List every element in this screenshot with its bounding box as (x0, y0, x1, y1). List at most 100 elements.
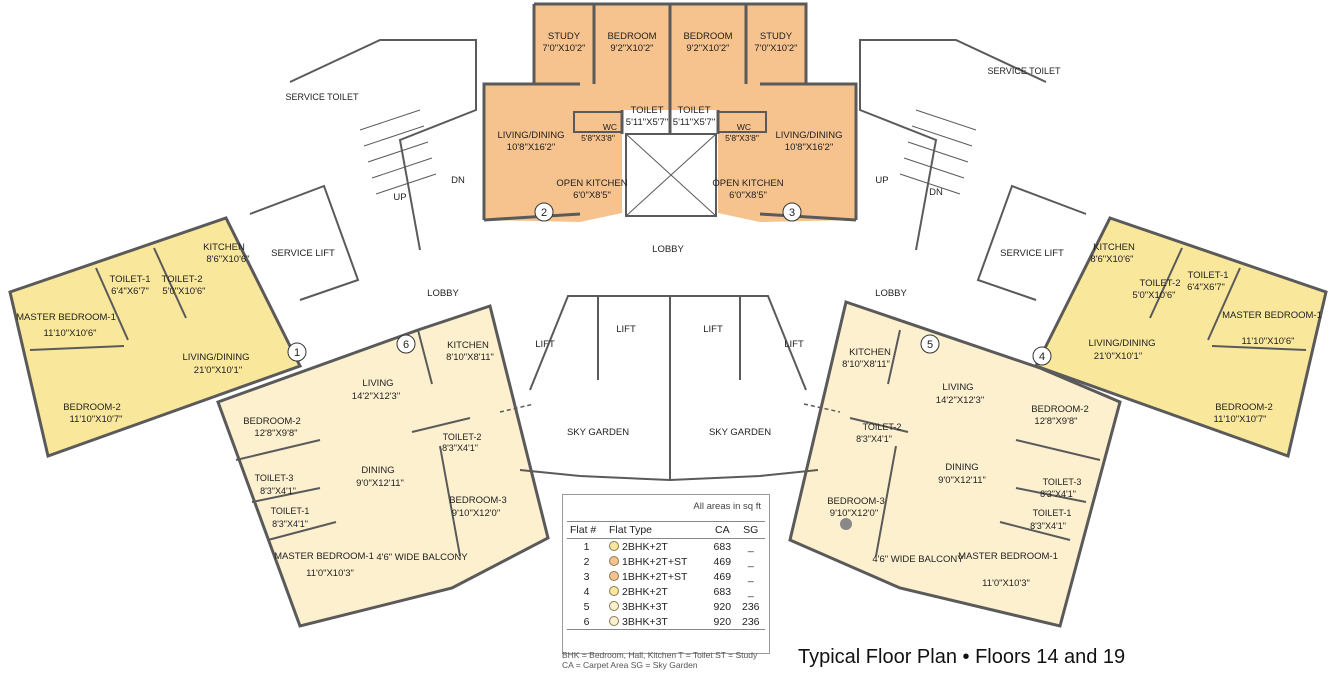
stair-right-outline (859, 39, 1047, 251)
f5-wall-bed3 (875, 445, 897, 557)
dim-f4-master: 11'10"X10'6" (1242, 336, 1295, 347)
legend-ca: 920 (713, 600, 732, 613)
dim-f6-living: 14'2"X12'3" (352, 391, 400, 402)
label-up-r: UP (875, 175, 888, 186)
label-lift-2: LIFT (616, 324, 636, 335)
f4-wall-c (1211, 345, 1307, 351)
dim-f1-master: 11'10"X10'6" (44, 328, 97, 339)
label-f5-toilet3: TOILET-3 (1043, 477, 1082, 487)
legend-flat-no: 4 (583, 585, 590, 598)
legend-flat-type: 3BHK+3T (622, 615, 668, 628)
label-kitchen-3: OPEN KITCHEN (712, 178, 783, 189)
label-f6-toilet3: TOILET-3 (255, 473, 294, 483)
dim-study-r: 7'0"X10'2" (754, 43, 797, 54)
label-f4-toilet2: TOILET-2 (1139, 278, 1180, 289)
label-up-l: UP (393, 192, 406, 203)
f5-wall-t1 (999, 521, 1071, 541)
dim-f4-living: 21'0"X10'1" (1094, 351, 1142, 362)
legend-flat-no: 5 (583, 600, 590, 613)
dim-f6-toilet2: 8'3"X4'1" (442, 443, 478, 453)
marker-1-circle (287, 342, 307, 362)
dim-f5-toilet2: 8'3"X4'1" (856, 434, 892, 444)
legend-row: 2 1BHK+2T+ST 469 _ (567, 554, 765, 569)
legend-ca: 469 (713, 570, 732, 583)
flat-5-walls (849, 329, 1101, 557)
dim-living-3: 10'8"X16'2" (785, 142, 833, 153)
sky-garden-link-right (803, 403, 841, 413)
label-study-r: STUDY (760, 31, 793, 42)
label-f5-master: MASTER BEDROOM-1 (958, 551, 1058, 562)
marker-6-circle (396, 334, 416, 354)
dim-f5-master: 11'0"X10'3" (982, 578, 1030, 589)
dim-f5-living: 14'2"X12'3" (936, 395, 984, 406)
label-toilet-l: TOILET (630, 105, 663, 116)
f6-wall-t3 (251, 487, 321, 503)
dim-f6-toilet1: 8'3"X4'1" (272, 519, 308, 529)
legend-note: All areas in sq ft (693, 501, 761, 512)
wall-top-left (482, 4, 536, 220)
label-f6-living: LIVING (362, 378, 393, 389)
label-sky-garden-l: SKY GARDEN (567, 427, 629, 438)
legend-sg: 236 (736, 614, 765, 630)
tread-l4 (371, 157, 433, 179)
label-sky-garden-r: SKY GARDEN (709, 427, 771, 438)
flat-color-swatch (609, 570, 620, 581)
marker-2-circle (534, 202, 554, 222)
marker-6: 6 (403, 339, 409, 351)
flat-4-area (1033, 216, 1328, 458)
label-f6-bed3: BEDROOM-3 (449, 495, 507, 506)
label-living-3: LIVING/DINING (775, 130, 842, 141)
service-lift-left (249, 184, 360, 301)
marker-5: 5 (927, 339, 933, 351)
legend-row: 1 2BHK+2T 683 _ (567, 539, 765, 555)
label-service-toilet-r: SERVICE TOILET (987, 66, 1061, 76)
label-lift-3: LIFT (703, 324, 723, 335)
legend-flat-type-cell: 3BHK+3T (606, 614, 709, 630)
tread-l2 (363, 125, 425, 147)
tread-r5 (899, 173, 961, 195)
f4-wall-b (1149, 247, 1183, 319)
legend-ca: 920 (708, 614, 737, 630)
legend-header-flat-no: Flat # (567, 521, 607, 539)
legend-flat-no: 1 (583, 540, 590, 553)
f5-wall-t2 (849, 417, 909, 433)
label-wc-r: WC (737, 122, 751, 132)
f6-wall-t2 (411, 417, 471, 433)
legend-abbr-line-1: BHK = Bedroom, Hall, Kitchen T = Toilet … (562, 650, 758, 660)
legend-sg: _ (747, 540, 754, 553)
dim-f5-toilet1: 8'3"X4'1" (1030, 521, 1066, 531)
dim-f6-kitchen: 8'10"X8'11" (446, 352, 494, 363)
label-f5-kitchen: KITCHEN (849, 347, 891, 358)
label-f5-balcony: 4'6" WIDE BALCONY (872, 554, 964, 565)
label-study-l: STUDY (548, 31, 581, 42)
flat-color-swatch (609, 615, 620, 626)
legend-flat-type: 2BHK+2T (622, 540, 668, 553)
label-f5-bed3: BEDROOM-3 (827, 496, 885, 507)
legend-ca: 469 (713, 555, 732, 568)
f6-wall-kitchen (417, 329, 433, 385)
legend-flat-type: 3BHK+3T (622, 600, 668, 613)
dim-kitchen-3: 6'0"X8'5" (729, 190, 767, 201)
dim-kitchen-2: 6'0"X8'5" (573, 190, 611, 201)
label-service-lift-l: SERVICE LIFT (271, 248, 335, 259)
marker-5-circle (920, 334, 940, 354)
label-f6-master: MASTER BEDROOM-1 (274, 551, 374, 562)
dim-f6-bed2: 12'8"X9'8" (254, 428, 297, 439)
label-f4-bed2: BEDROOM-2 (1215, 402, 1273, 413)
legend-flat-type-cell: 2BHK+2T (606, 539, 708, 555)
label-f4-master: MASTER BEDROOM-1 (1222, 310, 1322, 321)
legend-sg: _ (747, 585, 754, 598)
legend-ca: 683 (713, 540, 732, 553)
f5-wall-kitchen (887, 329, 901, 385)
stair-left-outline (289, 39, 477, 251)
label-toilet-r: TOILET (677, 105, 710, 116)
shaft-cross-b (625, 133, 717, 217)
label-f6-bed2: BEDROOM-2 (243, 416, 301, 427)
legend-rows: 1 2BHK+2T 683 _ 2 1BHK+2T+ST 469 _ 3 1BH… (567, 539, 765, 630)
legend-flat-type-cell: 3BHK+3T (606, 599, 708, 614)
label-f6-toilet1: TOILET-1 (271, 506, 310, 516)
f6-wall-bed2 (235, 439, 321, 461)
dim-toilet-l: 5'11"X5'7" (626, 117, 668, 128)
